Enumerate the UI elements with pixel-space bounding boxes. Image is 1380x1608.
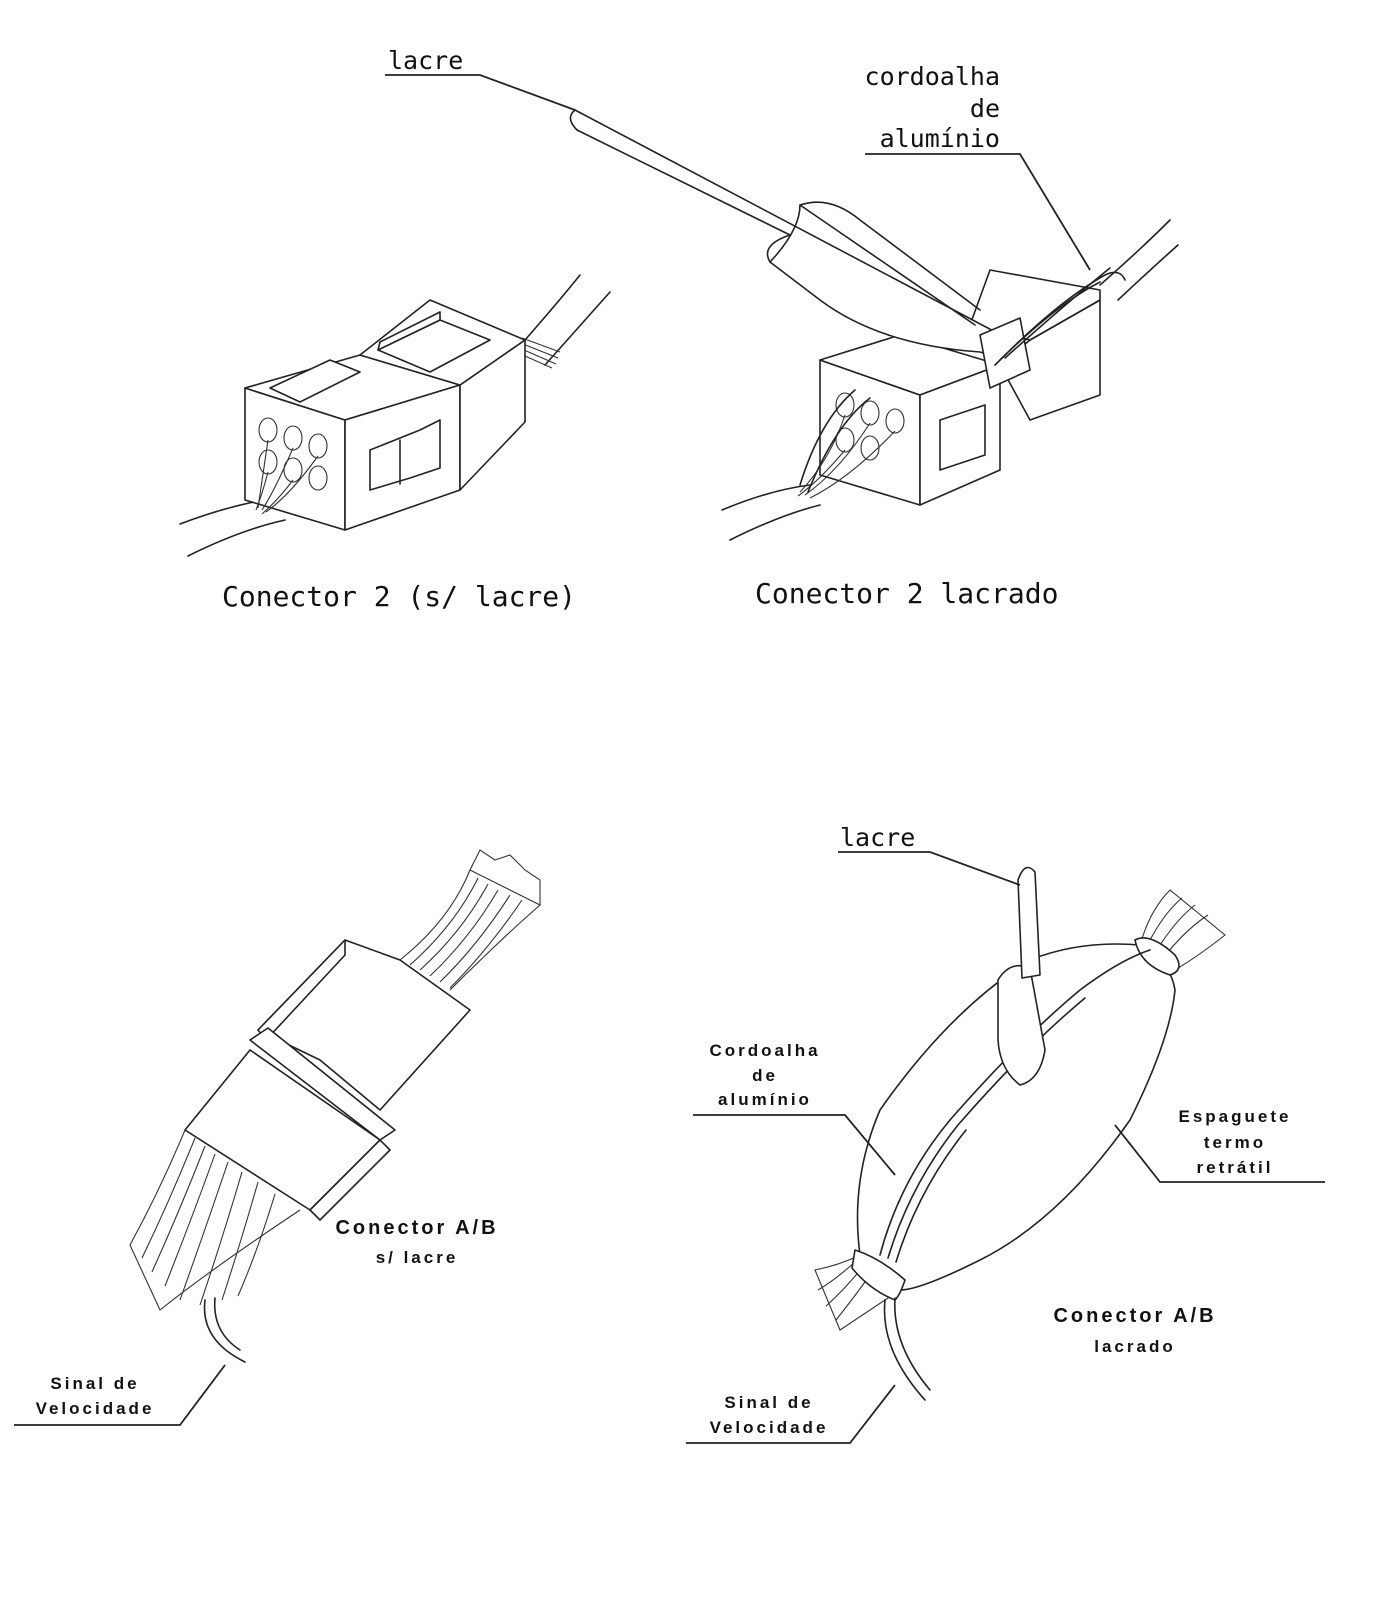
connector2-unsealed-drawing — [179, 274, 611, 557]
label-lacre-bottom: lacre — [840, 823, 916, 852]
caption-connector2-sealed: Conector 2 lacrado — [755, 577, 1059, 610]
leader-cordoalha-top — [865, 153, 1091, 271]
connectorAB-sealed-drawing — [814, 866, 1226, 1401]
label-espaguete-line3: retrátil — [1196, 1158, 1274, 1177]
label-cordoalha-line3: alumínio — [879, 124, 1000, 153]
label-sinal-left-line2: Velocidade — [35, 1399, 155, 1418]
leader-espaguete — [1114, 1124, 1325, 1183]
connector2-sealed-drawing — [569, 109, 1179, 541]
leader-lacre-top — [385, 74, 576, 111]
caption-connectorAB-sealed-line1: Conector A/B — [1053, 1305, 1217, 1327]
label-cordoalha-b-line1: Cordoalha — [709, 1041, 821, 1060]
label-cordoalha-line2: de — [969, 94, 1000, 123]
label-espaguete-line2: termo — [1203, 1133, 1267, 1152]
leader-lacre-bottom — [838, 851, 1021, 886]
caption-connectorAB-sealed-line2: lacrado — [1094, 1337, 1176, 1356]
label-sinal-left-line1: Sinal de — [50, 1374, 140, 1393]
caption-connector2-unsealed: Conector 2 (s/ lacre) — [222, 580, 577, 613]
label-espaguete-line1: Espaguete — [1178, 1107, 1292, 1126]
leader-sinal-left — [14, 1364, 226, 1426]
label-cordoalha-line1: cordoalha — [864, 62, 1000, 91]
label-sinal-right-line1: Sinal de — [724, 1393, 814, 1412]
label-cordoalha-b-line2: de — [752, 1066, 778, 1085]
leader-cordoalha-bottom — [693, 1114, 896, 1176]
connectorAB-unsealed-drawing — [129, 849, 541, 1363]
caption-connectorAB-unsealed-line2: s/ lacre — [375, 1248, 459, 1267]
leader-sinal-right — [686, 1384, 896, 1444]
caption-connectorAB-unsealed-line1: Conector A/B — [335, 1217, 499, 1239]
label-sinal-right-line2: Velocidade — [709, 1418, 829, 1437]
label-lacre-top: lacre — [388, 46, 464, 75]
label-cordoalha-b-line3: alumínio — [718, 1090, 812, 1109]
